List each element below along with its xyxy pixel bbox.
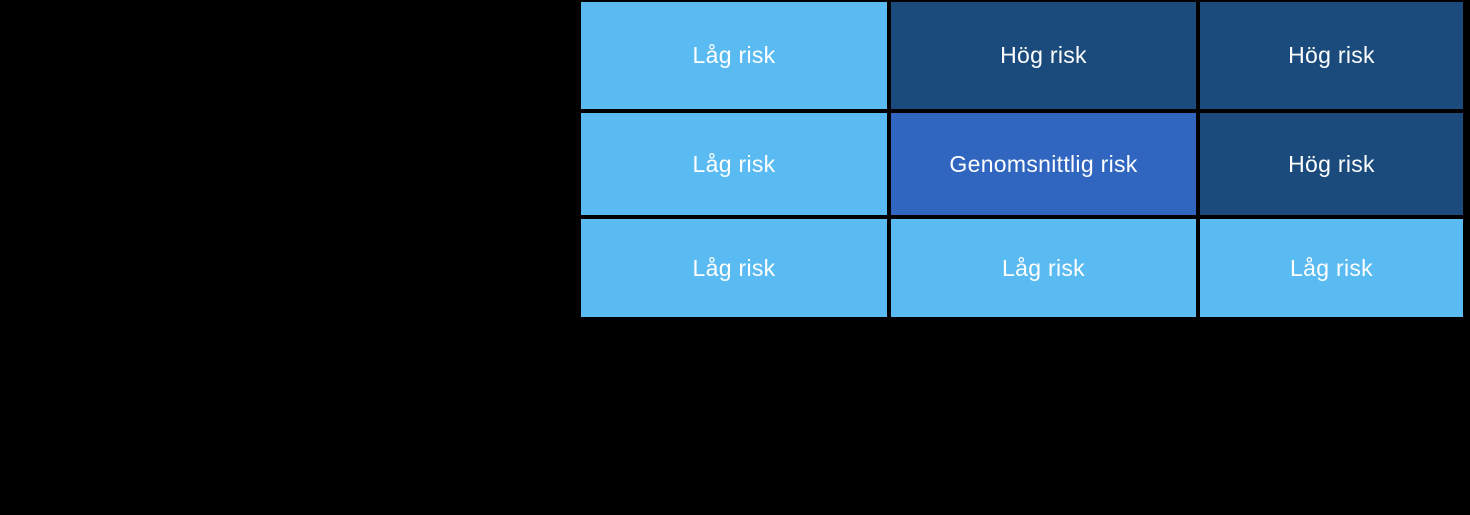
risk-cell-label: Hög risk <box>1288 150 1375 177</box>
risk-cell-label: Låg risk <box>692 150 776 177</box>
risk-cell-r1c1: Låg risk <box>581 2 887 109</box>
risk-cell-r1c2: Hög risk <box>891 2 1196 109</box>
risk-cell-label: Låg risk <box>1290 254 1373 281</box>
risk-cell-label: Hög risk <box>1288 42 1375 68</box>
risk-cell-r2c1: Låg risk <box>581 113 887 215</box>
risk-cell-label: Låg risk <box>692 42 776 68</box>
risk-cell-r3c1: Låg risk <box>581 219 887 317</box>
risk-cell-label: Hög risk <box>1000 42 1087 68</box>
risk-cell-label: Låg risk <box>692 254 776 281</box>
risk-cell-r3c3: Låg risk <box>1200 219 1463 317</box>
risk-cell-r2c2: Genomsnittlig risk <box>891 113 1196 215</box>
risk-cell-label: Genomsnittlig risk <box>949 150 1138 177</box>
risk-cell-r1c3: Hög risk <box>1200 2 1463 109</box>
risk-cell-r2c3: Hög risk <box>1200 113 1463 215</box>
risk-matrix: Låg risk Hög risk Hög risk Låg risk Geno… <box>581 2 1463 317</box>
risk-cell-r3c2: Låg risk <box>891 219 1196 317</box>
risk-cell-label: Låg risk <box>1002 254 1085 281</box>
